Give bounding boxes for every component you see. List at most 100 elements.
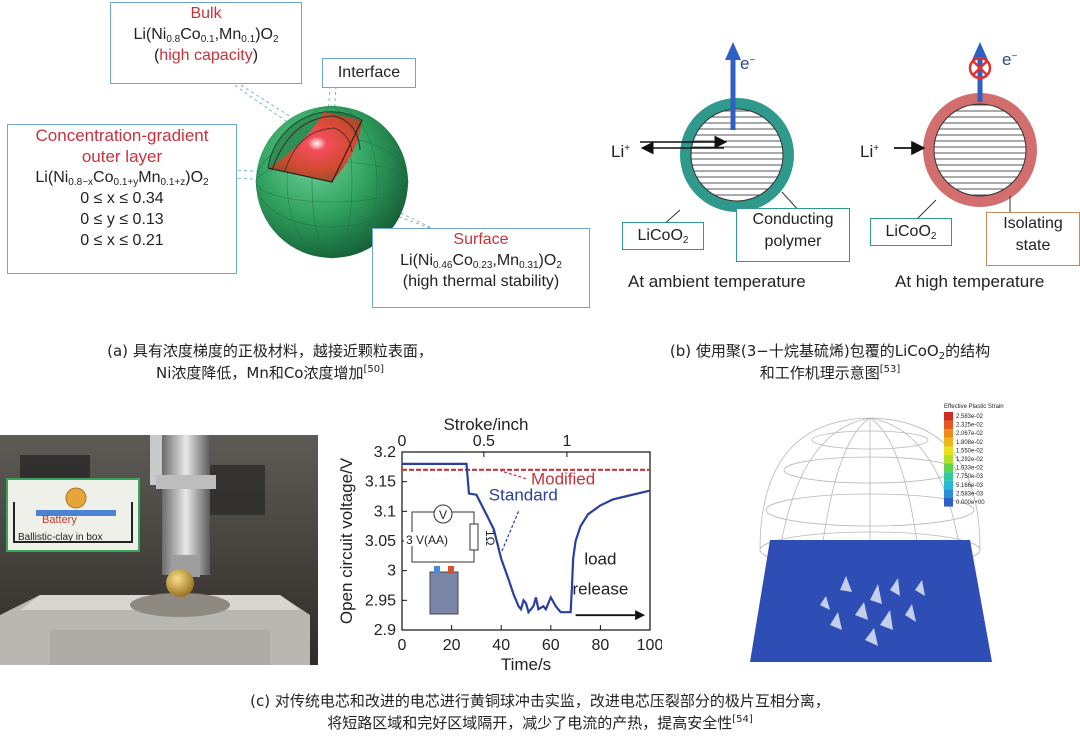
annotation-load: load [584, 550, 616, 569]
x-tick-label: 0 [398, 637, 407, 654]
gradient-box: Concentration-gradient outer layer Li(Ni… [7, 124, 237, 274]
blocked-icon [968, 56, 992, 80]
fea-cracks [820, 576, 925, 646]
gradient-constraint-z: 0 ≤ x ≤ 0.21 [80, 232, 164, 249]
fea-legend-value: 2.583e-03 [956, 491, 984, 497]
source-label: 3 V(AA) [406, 533, 448, 547]
inset-battery-label: Battery [42, 514, 77, 526]
fea-legend-swatch [944, 480, 953, 490]
fea-legend-value: 2.067e-02 [956, 431, 984, 437]
top-tick-label: 0 [398, 433, 407, 450]
fea-legend-swatch [944, 498, 953, 507]
fea-legend-swatch [944, 429, 953, 438]
bulk-note: (high capacity) [153, 47, 259, 64]
y-tick-label: 2.9 [374, 622, 396, 639]
voltmeter-icon [433, 504, 453, 524]
y-tick-label: 3.05 [365, 533, 396, 550]
fea-legend-value: 1.033e-02 [956, 466, 984, 472]
caption-c: (c) 对传统电芯和改进的电芯进行黄铜球冲击实监，改进电芯压裂部分的极片互相分离… [250, 692, 830, 732]
fea-legend-title: Effective Plastic Strain [944, 404, 1004, 410]
gradient-title-2: outer layer [81, 147, 163, 166]
x-tick-label: 40 [492, 637, 510, 654]
fea-legend-value: 1.808e-02 [956, 440, 984, 446]
y-tick-label: 2.95 [365, 592, 396, 609]
li-ion-label-ambient: Li+ [611, 142, 631, 161]
cell-terminal-neg [434, 566, 440, 574]
cell-icon [429, 571, 459, 615]
fea-simulation: Effective Plastic Strain 2.583e-02 2.325e-… [750, 404, 1004, 662]
source-bg [404, 532, 456, 546]
fea-legend-swatch [944, 472, 953, 481]
fea-legend-swatch [944, 437, 953, 447]
series-line-standard [402, 462, 651, 615]
top-tick-label: 0.5 [473, 433, 495, 450]
fea-legend-value: 2.583e-02 [956, 414, 984, 420]
resistor-icon [469, 523, 479, 551]
bulk-title: Bulk [190, 5, 222, 22]
caption-a: (a) 具有浓度梯度的正极材料，越接近颗粒表面， Ni浓度降低，Mn和Co浓度增… [107, 342, 433, 382]
voltmeter-label: V [439, 508, 447, 522]
li-ion-label-high: Li+ [860, 142, 880, 161]
fea-legend-value: 5.166e-03 [956, 483, 984, 489]
licoo2-box-ambient: LiCoO2 [622, 222, 704, 250]
electron-label-high: e− [1002, 50, 1018, 69]
fea-legend-value: 7.750e-03 [956, 474, 984, 480]
surface-formula: Li(Ni0.46Co0.23,Mn0.31)O2 [400, 252, 562, 271]
fea-legend-swatch [944, 455, 953, 464]
top-axis-label: Stroke/inch [443, 415, 528, 434]
gradient-title-1: Concentration-gradient [35, 126, 209, 145]
fea-legend-value: 1.292e-02 [956, 457, 984, 463]
x-tick-label: 20 [443, 637, 461, 654]
panel-b-graphics [640, 42, 1037, 227]
caption-b: (b) 使用聚(3−十烷基硫烯)包覆的LiCoO2的结构 和工作机理示意图[53… [669, 342, 991, 382]
top-tick-label: 1 [562, 433, 571, 450]
interface-box: Interface [322, 58, 416, 88]
fea-plate [750, 540, 992, 662]
standard-arrow [500, 511, 520, 554]
y-tick-label: 3 [387, 563, 396, 580]
modified-arrow [501, 470, 527, 480]
particle-sphere [255, 105, 409, 259]
inset-clay-label: Ballistic-clay in box [18, 532, 103, 543]
y-tick-label: 3.1 [374, 503, 396, 520]
gradient-formula: Li(Ni0.8−xCo0.1+yMn0.1+z)O2 [35, 169, 209, 188]
bulk-formula: Li(Ni0.8Co0.1,Mn0.1)O2 [133, 26, 279, 45]
bulk-box: Bulk Li(Ni0.8Co0.1,Mn0.1)O2 (high capaci… [110, 2, 302, 84]
surface-title: Surface [453, 231, 509, 248]
fea-legend: Effective Plastic Strain 2.583e-02 2.325e-… [944, 404, 1004, 507]
high-temp-particle [894, 42, 1037, 221]
annotation-modified: Modified [531, 470, 595, 489]
x-tick-label: 100 [637, 637, 662, 654]
high-temp-label: At high temperature [895, 272, 1045, 291]
surface-box: Surface Li(Ni0.46Co0.23,Mn0.31)O2 (high … [372, 228, 590, 308]
licoo2-box-high: LiCoO2 [870, 218, 952, 246]
gradient-constraint-y: 0 ≤ y ≤ 0.13 [80, 211, 164, 228]
ambient-particle [640, 42, 801, 227]
fea-legend-value: 0.000e+00 [956, 500, 985, 506]
y-axis-label: Open circuit voltage/V [337, 457, 356, 624]
fea-legend-swatch [944, 463, 953, 473]
annotation-standard: Standard [489, 486, 558, 505]
electron-label-ambient: e− [740, 54, 756, 73]
x-tick-label: 80 [592, 637, 610, 654]
x-tick-label: 60 [542, 637, 560, 654]
release-arrowhead [635, 610, 646, 621]
cell-terminal-pos [448, 566, 454, 574]
x-axis-label: Time/s [501, 655, 551, 674]
interface-label: Interface [337, 64, 401, 81]
inset-schematic: Battery Ballistic-clay in box [6, 478, 140, 552]
y-tick-label: 3.15 [365, 474, 396, 491]
y-tick-label: 3.2 [374, 444, 396, 461]
fea-legend-swatch [944, 420, 953, 430]
gradient-constraint-x: 0 ≤ x ≤ 0.34 [80, 190, 164, 207]
fea-legend-swatch [944, 412, 953, 421]
fea-legend-swatch [944, 446, 953, 455]
fea-legend-value: 2.325e-02 [956, 423, 984, 429]
fea-legend-swatch [944, 489, 953, 498]
surface-note: (high thermal stability) [402, 273, 560, 290]
fea-legend-value: 1.550e-02 [956, 448, 984, 454]
panel-a-graphics [229, 81, 437, 259]
